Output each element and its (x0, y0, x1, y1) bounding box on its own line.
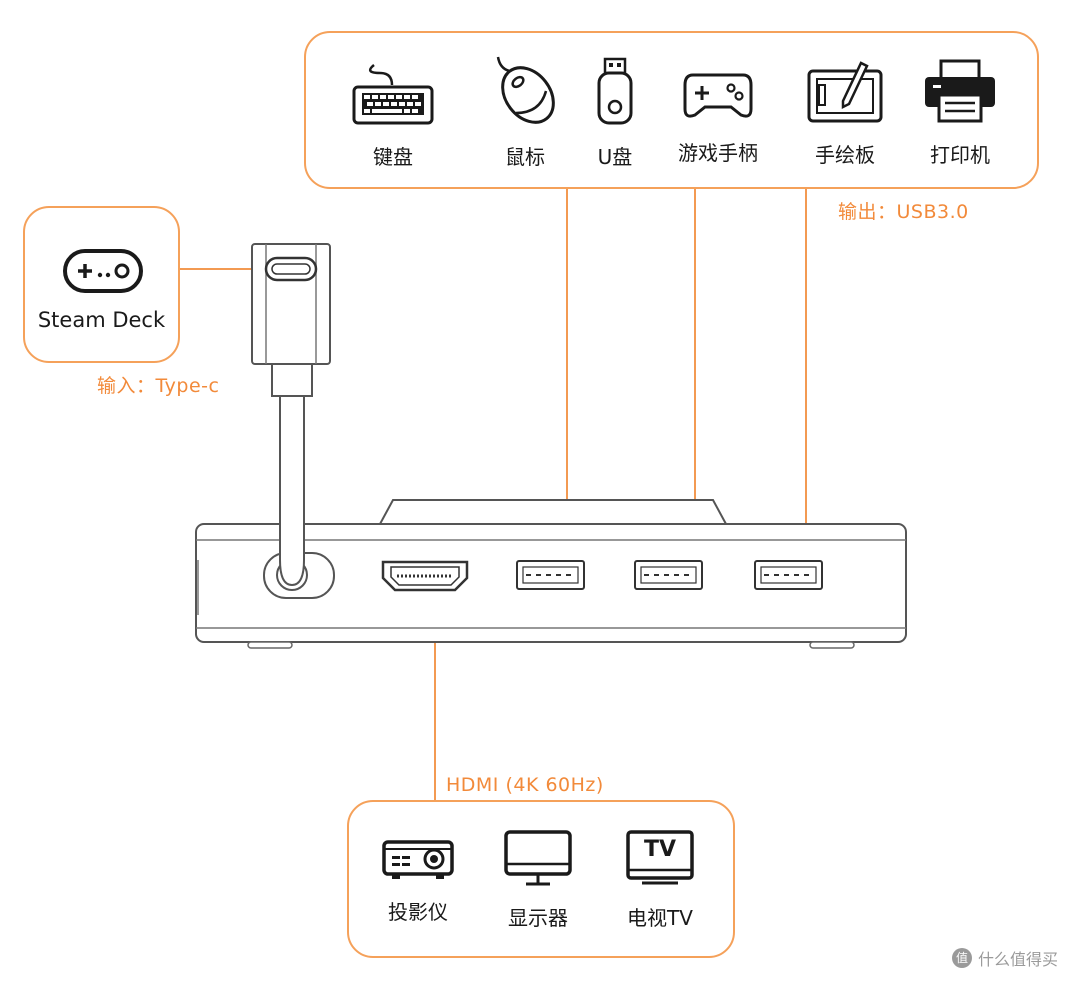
device-label-projector: 投影仪 (388, 900, 448, 924)
device-printer: 打印机 (905, 57, 1015, 168)
input-device-box: Steam Deck (23, 206, 180, 363)
device-label-tv: 电视TV (627, 906, 693, 930)
device-keyboard: 键盘 (338, 63, 448, 170)
device-label-monitor: 显示器 (508, 906, 568, 930)
watermark-text: 什么值得买 (978, 950, 1059, 969)
printer-icon (905, 57, 1015, 125)
drawing-tablet-icon (790, 59, 900, 125)
usb-output-devices-box: 键盘 鼠标 U盘 (304, 31, 1039, 189)
keyboard-icon (338, 63, 448, 127)
tv-icon: TV (622, 828, 698, 888)
typec-cable (251, 243, 331, 587)
typec-input-port-label: 输入：Type-c (97, 375, 220, 397)
usb-port-1 (516, 560, 585, 590)
device-label-drawing-tablet: 手绘板 (815, 143, 875, 167)
steam-deck-icon (62, 248, 144, 298)
mouse-icon (470, 55, 580, 127)
device-label-usb-drive: U盘 (597, 145, 633, 169)
monitor-icon (483, 828, 593, 888)
device-label-mouse: 鼠标 (505, 145, 545, 169)
usb-drive-icon (560, 55, 670, 127)
watermark-logo-glyph: 值 (955, 951, 968, 965)
usb-port-2 (634, 560, 703, 590)
usb-port-3 (754, 560, 823, 590)
device-monitor: 显示器 (483, 828, 593, 931)
device-drawing-tablet: 手绘板 (790, 59, 900, 168)
watermark: 值 什么值得买 (952, 946, 1058, 970)
device-usb-drive: U盘 (560, 55, 670, 170)
hdmi-port (381, 560, 469, 592)
usb-output-port-label: 输出：USB3.0 (838, 201, 969, 223)
input-device-label: Steam Deck (37, 308, 166, 332)
device-tv: TV 电视TV (605, 828, 715, 931)
hdmi-display-devices-box: 投影仪 显示器 TV 电视TV (347, 800, 735, 958)
device-mouse: 鼠标 (470, 55, 580, 170)
hub-stand (379, 499, 727, 525)
device-label-gamepad: 游戏手柄 (678, 141, 758, 165)
projector-icon (363, 834, 473, 882)
hdmi-port-label: HDMI (4K 60Hz) (446, 774, 604, 796)
tv-glyph: TV (643, 837, 677, 862)
device-label-printer: 打印机 (930, 143, 990, 167)
device-projector: 投影仪 (363, 834, 473, 925)
device-gamepad: 游戏手柄 (663, 69, 773, 166)
watermark-logo: 值 (952, 948, 972, 968)
gamepad-icon (663, 69, 773, 123)
device-label-keyboard: 键盘 (373, 145, 413, 169)
